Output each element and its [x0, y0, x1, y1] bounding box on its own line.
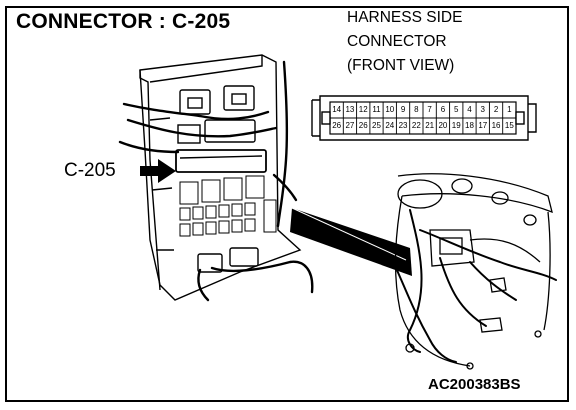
- connector-pin-top-row-11: 4: [467, 105, 472, 114]
- connector-pin-top-row-14: 1: [507, 105, 512, 114]
- connector-pin-bottom-row-4: 25: [372, 121, 381, 130]
- connector-pin-top-row-3: 12: [358, 105, 368, 114]
- connector-callout-label: C-205: [64, 160, 116, 181]
- connector-pin-top-row-13: 2: [493, 105, 499, 114]
- connector-pin-bottom-row-12: 17: [478, 121, 488, 130]
- connector-pin-top-row-12: 3: [480, 105, 485, 114]
- zoom-wedge: [290, 208, 412, 276]
- harness-label-line-2: CONNECTOR: [347, 33, 447, 50]
- connector-pin-bottom-row-3: 26: [358, 121, 368, 130]
- dashboard-wires: [395, 209, 557, 363]
- connector-pin-top-row-4: 11: [372, 105, 381, 114]
- pin-dividers: [342, 102, 504, 134]
- connector-pin-top-row-5: 10: [385, 105, 395, 114]
- connector-pin-bottom-row-14: 15: [504, 121, 514, 130]
- callout-arrow: [140, 159, 176, 183]
- connector-pin-top-row-6: 9: [400, 105, 406, 114]
- connector-pin-bottom-row-2: 27: [345, 121, 355, 130]
- connector-pin-bottom-row-6: 23: [398, 121, 408, 130]
- connector-pin-top-row-9: 6: [440, 105, 446, 114]
- connector-pin-bottom-row-7: 22: [411, 121, 421, 130]
- connector-pin-bottom-row-10: 19: [451, 121, 461, 130]
- connector-pin-top-row-7: 8: [414, 105, 419, 114]
- connector-pin-top-row-2: 13: [345, 105, 355, 114]
- connector-pin-bottom-row-1: 26: [332, 121, 342, 130]
- connector-pin-top-row-1: 14: [332, 105, 342, 114]
- connector-pin-top-row-8: 7: [427, 105, 432, 114]
- connector-pin-bottom-row-11: 18: [465, 121, 474, 130]
- harness-label-line-1: HARNESS SIDE: [347, 9, 463, 26]
- connector-pin-bottom-row-8: 21: [425, 121, 435, 130]
- harness-label-line-3: (FRONT VIEW): [347, 57, 455, 74]
- connector-pin-top-row-10: 5: [453, 105, 459, 114]
- connector-pin-bottom-row-13: 16: [491, 121, 501, 130]
- figure-code: AC200383BS: [428, 376, 521, 393]
- connector-pin-bottom-row-9: 20: [438, 121, 448, 130]
- connector-pin-bottom-row-5: 24: [385, 121, 395, 130]
- harness-wires: [118, 60, 314, 302]
- junction-block: [139, 54, 302, 301]
- diagram-frame: [5, 6, 569, 402]
- connector-title: CONNECTOR : C-205: [16, 10, 231, 33]
